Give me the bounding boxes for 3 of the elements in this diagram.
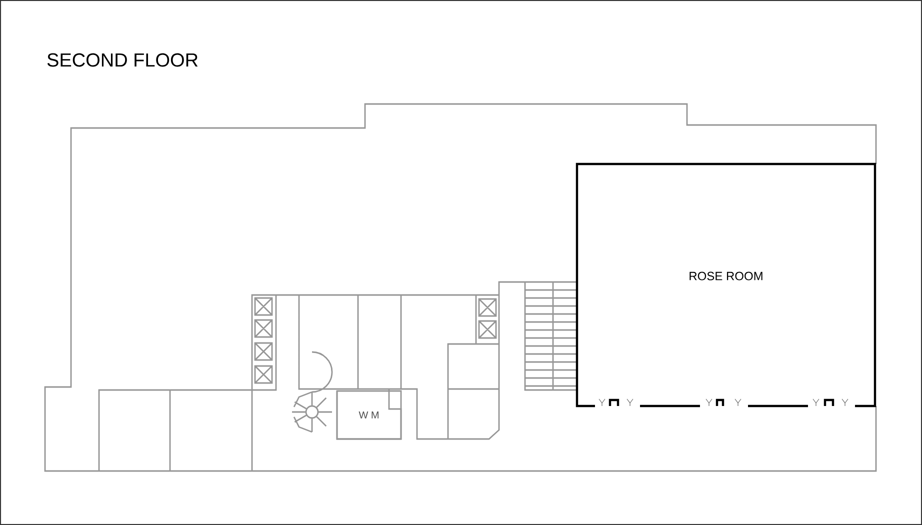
title: SECOND FLOOR: [47, 53, 198, 67]
room-box: W M: [336, 390, 402, 440]
room-box: ROSE ROOM: [576, 162, 876, 408]
